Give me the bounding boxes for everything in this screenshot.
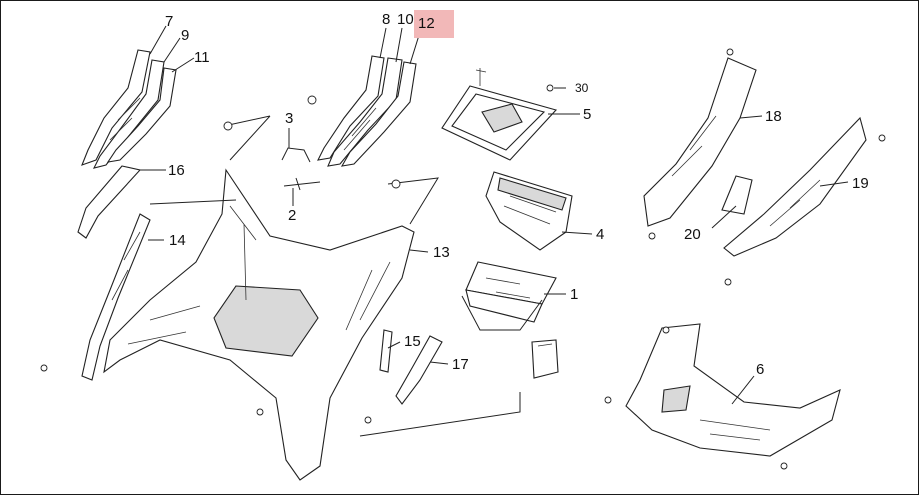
assembly-guide-lines bbox=[149, 115, 543, 437]
callout-5: 5 bbox=[583, 106, 592, 123]
part-5-storage-lid bbox=[441, 68, 558, 161]
callout-16: 16 bbox=[168, 162, 185, 179]
part-8-10-12-side-trims bbox=[317, 55, 417, 167]
part-15-trim bbox=[379, 329, 393, 373]
callout-4: 4 bbox=[596, 226, 605, 243]
part-18-right-side-cover bbox=[643, 57, 757, 227]
callout-30: 30 bbox=[575, 81, 589, 95]
callout-20: 20 bbox=[684, 226, 701, 243]
callout-18: 18 bbox=[765, 108, 782, 125]
part-7-9-11-side-trims bbox=[81, 49, 177, 169]
callout-19: 19 bbox=[852, 175, 869, 192]
callout-9: 9 bbox=[181, 27, 190, 44]
leader-lines bbox=[140, 25, 849, 405]
callout-13: 13 bbox=[433, 244, 450, 261]
part-13-main-floor-panel bbox=[103, 168, 415, 481]
part-4-front-inner-panel bbox=[485, 171, 573, 251]
callout-12-highlight bbox=[414, 10, 454, 38]
part-20-bracket bbox=[721, 175, 753, 215]
callout-2: 2 bbox=[288, 207, 297, 224]
part-1-storage-box bbox=[465, 261, 557, 323]
callout-12: 12 bbox=[418, 15, 435, 32]
callout-11: 11 bbox=[194, 49, 210, 66]
part-14-left-floor-panel bbox=[81, 213, 151, 381]
callout-8: 8 bbox=[382, 11, 391, 28]
callout-1: 1 bbox=[570, 286, 579, 303]
part-17-right-step-trim bbox=[395, 335, 443, 405]
callout-17: 17 bbox=[452, 356, 469, 373]
callout-7: 7 bbox=[165, 13, 174, 30]
part-16-left-step-trim bbox=[77, 165, 142, 239]
callout-14: 14 bbox=[169, 232, 186, 249]
screws bbox=[40, 48, 886, 470]
part-2-3-hooks bbox=[281, 147, 321, 191]
callout-3: 3 bbox=[285, 110, 294, 127]
part-19-right-lower-cover bbox=[723, 116, 867, 257]
callout-15: 15 bbox=[404, 333, 421, 350]
callout-6: 6 bbox=[756, 361, 765, 378]
callout-10: 10 bbox=[397, 11, 414, 28]
small-block-part bbox=[531, 339, 559, 379]
part-6-under-cover bbox=[625, 323, 841, 457]
